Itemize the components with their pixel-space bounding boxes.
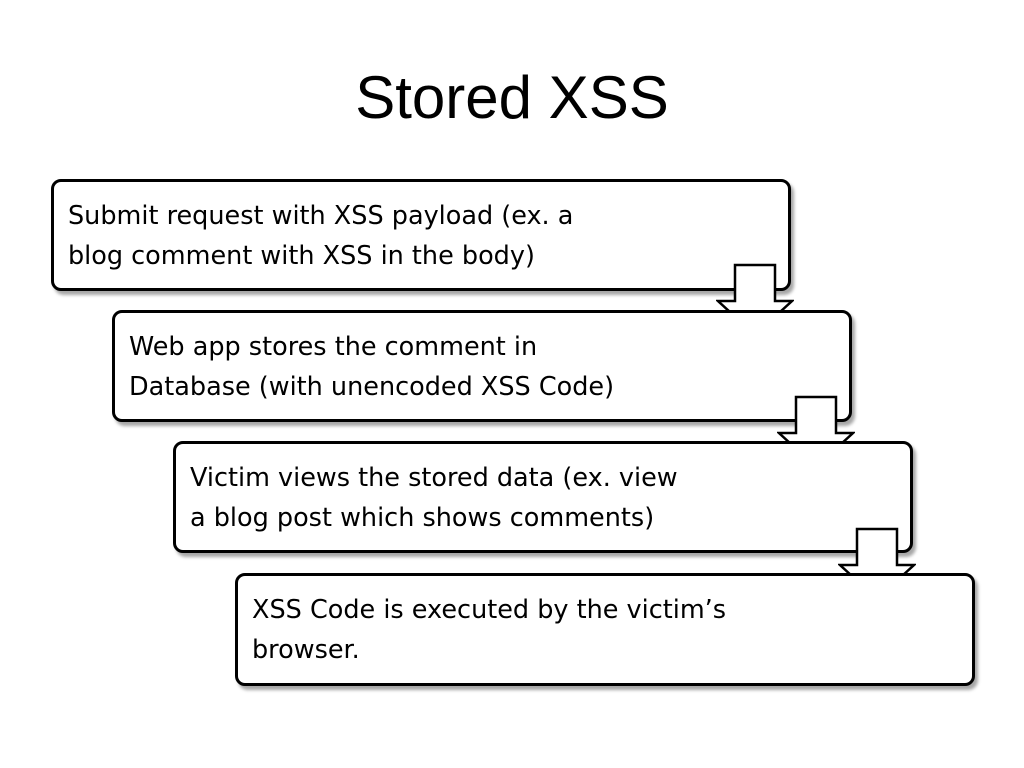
- process-step-4: XSS Code is executed by the victim’s bro…: [235, 573, 975, 686]
- slide-title: Stored XSS: [355, 64, 669, 131]
- process-step-3-text: Victim views the stored data (ex. view a…: [190, 463, 678, 533]
- process-step-4-text: XSS Code is executed by the victim’s bro…: [252, 595, 727, 665]
- process-step-2-text: Web app stores the comment in Database (…: [129, 332, 615, 402]
- process-step-2: Web app stores the comment in Database (…: [112, 310, 852, 422]
- process-step-1: Submit request with XSS payload (ex. a b…: [51, 179, 791, 291]
- process-step-1-text: Submit request with XSS payload (ex. a b…: [68, 201, 574, 271]
- process-step-3: Victim views the stored data (ex. view a…: [173, 441, 913, 553]
